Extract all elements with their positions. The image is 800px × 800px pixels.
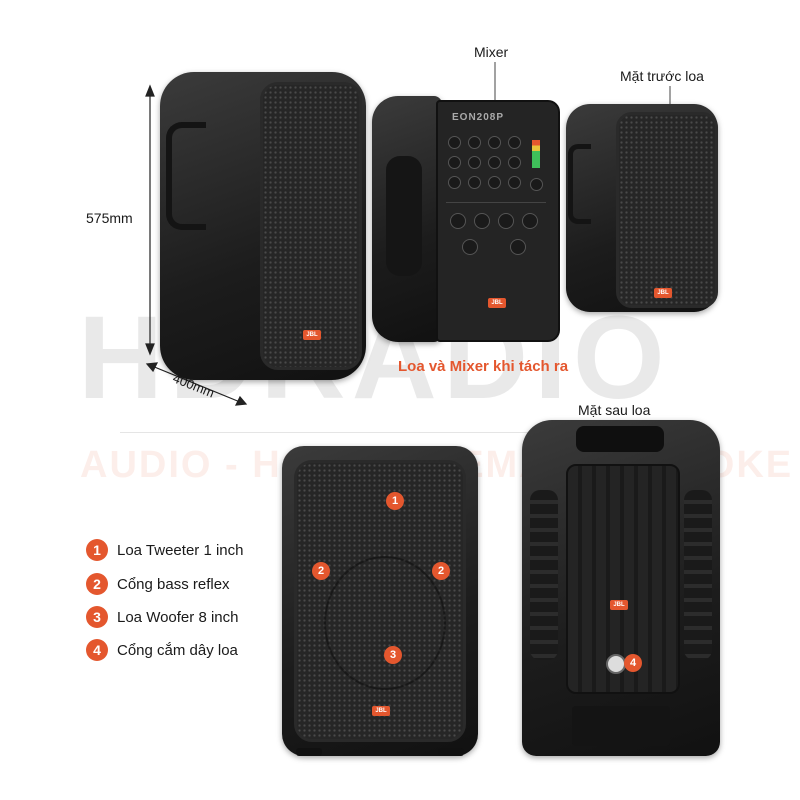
mixer-knob <box>468 176 481 189</box>
legend-number-badge: 3 <box>86 606 108 628</box>
rear-side-grip <box>684 490 712 660</box>
mixer-model-text: EON208P <box>452 112 505 123</box>
speaker-foot <box>438 748 464 756</box>
speaker-mixer-shell <box>372 96 442 342</box>
front-face-label: Mặt trước loa <box>620 68 704 84</box>
legend-text: Cổng cắm dây loa <box>117 641 238 659</box>
legend-item: 2 Cổng bass reflex <box>86 572 230 596</box>
legend-item: 3 Loa Woofer 8 inch <box>86 605 238 629</box>
rear-handle <box>576 426 664 452</box>
speaker-foot <box>296 748 322 756</box>
mixer-knob <box>448 136 461 149</box>
speaker-grille <box>616 112 718 308</box>
mixer-knob <box>448 176 461 189</box>
legend-text: Loa Woofer 8 inch <box>117 608 239 626</box>
legend-item: 1 Loa Tweeter 1 inch <box>86 538 243 562</box>
mixer-knob <box>508 176 521 189</box>
jbl-logo: JBL <box>488 298 506 308</box>
separated-caption: Loa và Mixer khi tách ra <box>398 358 569 375</box>
jack-port <box>462 239 478 255</box>
mixer-knob <box>508 136 521 149</box>
mixer-knob <box>530 178 543 191</box>
mixer-knob <box>468 156 481 169</box>
mixer-knob <box>488 176 501 189</box>
mixer-knob <box>488 156 501 169</box>
speakon-connector <box>606 654 626 674</box>
mixer-label: Mixer <box>474 44 509 60</box>
rear-panel <box>566 464 680 694</box>
mixer-knob <box>448 156 461 169</box>
level-meter <box>532 140 540 168</box>
rear-side-grip <box>530 490 558 660</box>
legend-text: Loa Tweeter 1 inch <box>117 541 244 559</box>
legend-number-badge: 2 <box>86 573 108 595</box>
height-dimension-label: 575mm <box>86 210 133 226</box>
bass-port-marker-left: 2 <box>312 562 330 580</box>
legend-text: Cổng bass reflex <box>117 575 230 593</box>
woofer-marker: 3 <box>384 646 402 664</box>
speaker-front-large: 1 2 2 3 JBL <box>282 446 478 756</box>
legend-number-badge: 4 <box>86 639 108 661</box>
mixer-panel: EON208P JBL <box>436 100 560 342</box>
jbl-logo: JBL <box>372 706 390 716</box>
jbl-logo: JBL <box>610 600 628 610</box>
watermark-divider <box>120 432 680 433</box>
woofer-outline <box>324 556 446 690</box>
speaker-grille <box>260 82 362 370</box>
jack-port <box>450 213 466 229</box>
jack-port <box>498 213 514 229</box>
legend-item: 4 Cổng cắm dây loa <box>86 638 238 662</box>
tweeter-marker: 1 <box>386 492 404 510</box>
mixer-knob <box>488 136 501 149</box>
rear-base <box>572 706 670 746</box>
jbl-logo: JBL <box>654 288 672 298</box>
mixer-knob <box>508 156 521 169</box>
back-face-label: Mặt sau loa <box>578 402 651 418</box>
speaker-back: JBL 4 <box>522 420 720 756</box>
speaker-side-view: JBL <box>160 72 366 380</box>
jbl-logo: JBL <box>303 330 321 340</box>
jack-port <box>522 213 538 229</box>
input-jacks <box>446 202 546 263</box>
speaker-front-small: JBL <box>566 104 718 312</box>
bass-port-marker-right: 2 <box>432 562 450 580</box>
connector-marker: 4 <box>624 654 642 672</box>
mixer-knob <box>468 136 481 149</box>
jack-port <box>510 239 526 255</box>
speaker-handle <box>568 144 591 224</box>
speaker-handle <box>166 122 206 230</box>
jack-port <box>474 213 490 229</box>
shell-recess <box>386 156 422 276</box>
legend-number-badge: 1 <box>86 539 108 561</box>
